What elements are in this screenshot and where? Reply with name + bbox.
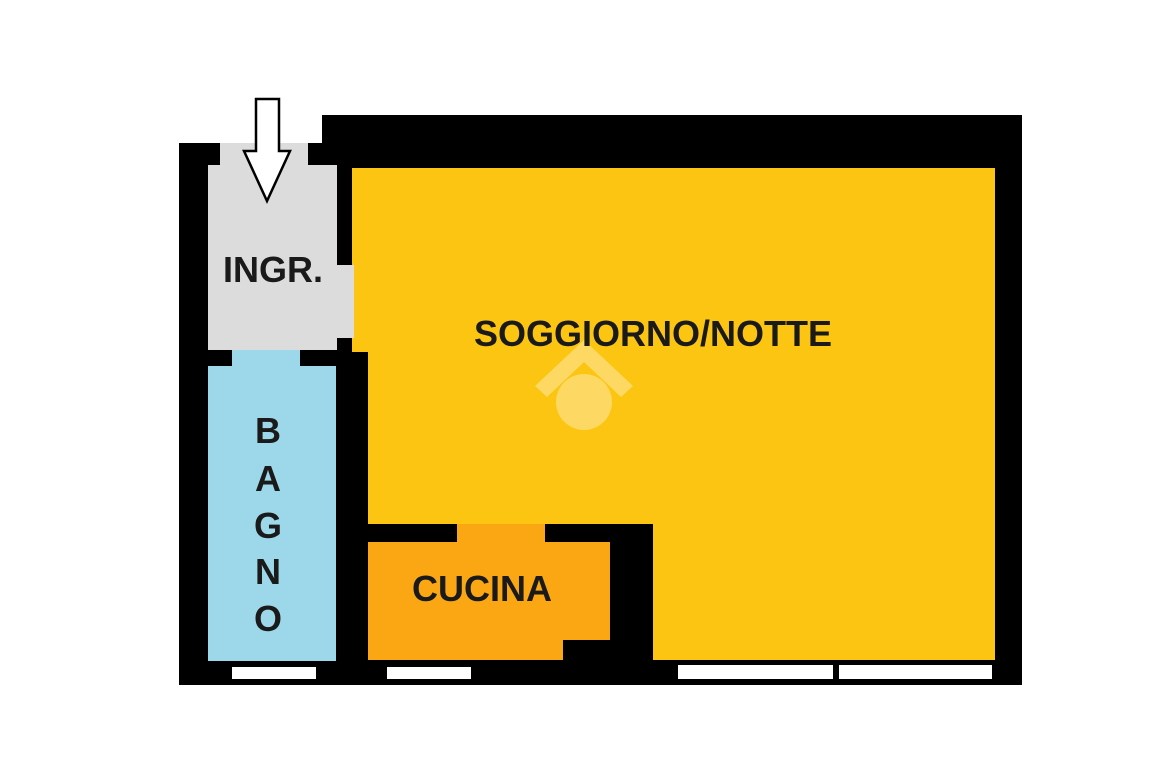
bagno-letter: B	[255, 410, 281, 451]
room-ingresso	[208, 165, 337, 350]
window	[387, 667, 471, 679]
window	[678, 665, 833, 679]
rooms	[208, 143, 995, 661]
room-label-soggiorno: SOGGIORNO/NOTTE	[474, 313, 832, 354]
down-arrow-icon	[242, 97, 292, 204]
room-cucina	[368, 542, 610, 660]
window	[232, 667, 316, 679]
windows	[232, 665, 992, 679]
bagno-letter: A	[255, 458, 281, 499]
ingresso-soggiorno-opening	[336, 265, 354, 338]
bagno-letter: G	[254, 505, 282, 546]
window	[839, 665, 992, 679]
cucina-doorway	[457, 524, 545, 543]
bagno-letter: O	[254, 598, 282, 639]
room-label-bagno: B A G N O	[254, 410, 282, 639]
house-logo-icon	[535, 340, 633, 430]
room-label-cucina: CUCINA	[412, 568, 552, 609]
room-soggiorno	[352, 168, 995, 660]
room-label-ingresso: INGR.	[223, 249, 323, 290]
room-bagno	[208, 366, 336, 661]
bagno-letter: N	[255, 551, 281, 592]
bagno-doorway	[232, 350, 300, 367]
